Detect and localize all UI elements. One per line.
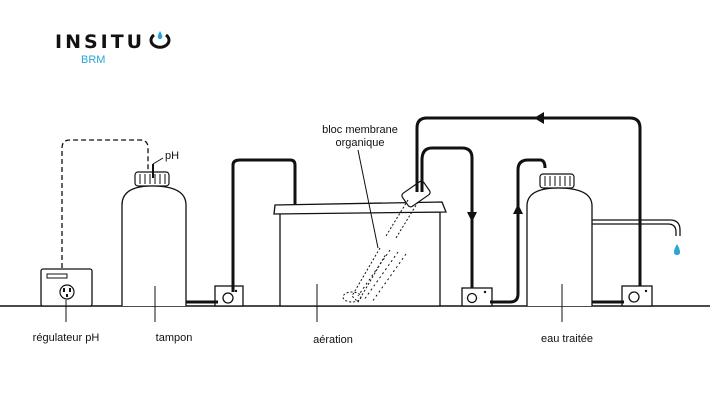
pump-3 xyxy=(621,285,653,307)
water-drop-icon xyxy=(149,31,171,49)
membrane-pointer xyxy=(357,149,379,249)
treated-water-outlet xyxy=(592,223,677,236)
ph-regulator xyxy=(40,268,93,307)
label-ph-probe: pH xyxy=(165,150,179,162)
ph-control-line xyxy=(61,139,149,268)
treated-water-tank xyxy=(526,173,593,306)
pipe-pump-2-to-treated xyxy=(490,158,547,304)
ph-probe xyxy=(152,157,164,178)
buffer-tank xyxy=(121,171,187,306)
brand-name: INSITU xyxy=(55,30,172,53)
pump-1 xyxy=(214,285,244,307)
pump-icon xyxy=(222,292,234,304)
power-socket-icon xyxy=(59,284,75,300)
label-treated: eau traitée xyxy=(541,333,593,345)
brand-logo: INSITU BRM xyxy=(55,30,172,67)
pump-2 xyxy=(461,287,493,307)
label-aeration: aération xyxy=(313,334,353,346)
treated-water-outlet-inner xyxy=(592,219,681,236)
label-membrane-line1: bloc membrane xyxy=(322,124,398,136)
label-membrane-line2: organique xyxy=(336,137,385,149)
arrow-icon xyxy=(467,212,477,222)
water-drop-icon xyxy=(674,244,680,255)
label-buffer: tampon xyxy=(156,332,193,344)
arrow-icon xyxy=(534,112,544,124)
pump-icon xyxy=(466,292,478,304)
pipe-pump-to-aeration xyxy=(231,158,297,292)
brand-subtitle: BRM xyxy=(81,54,106,66)
arrow-icon xyxy=(513,204,523,214)
pipe-membrane-to-pump-2 xyxy=(420,146,474,290)
aeration-tank xyxy=(273,201,447,307)
pipe-recirculation-loop xyxy=(415,116,642,290)
pump-icon xyxy=(628,291,640,303)
brand-name-text: INSITU xyxy=(55,31,146,53)
label-regulator: régulateur pH xyxy=(33,332,100,344)
